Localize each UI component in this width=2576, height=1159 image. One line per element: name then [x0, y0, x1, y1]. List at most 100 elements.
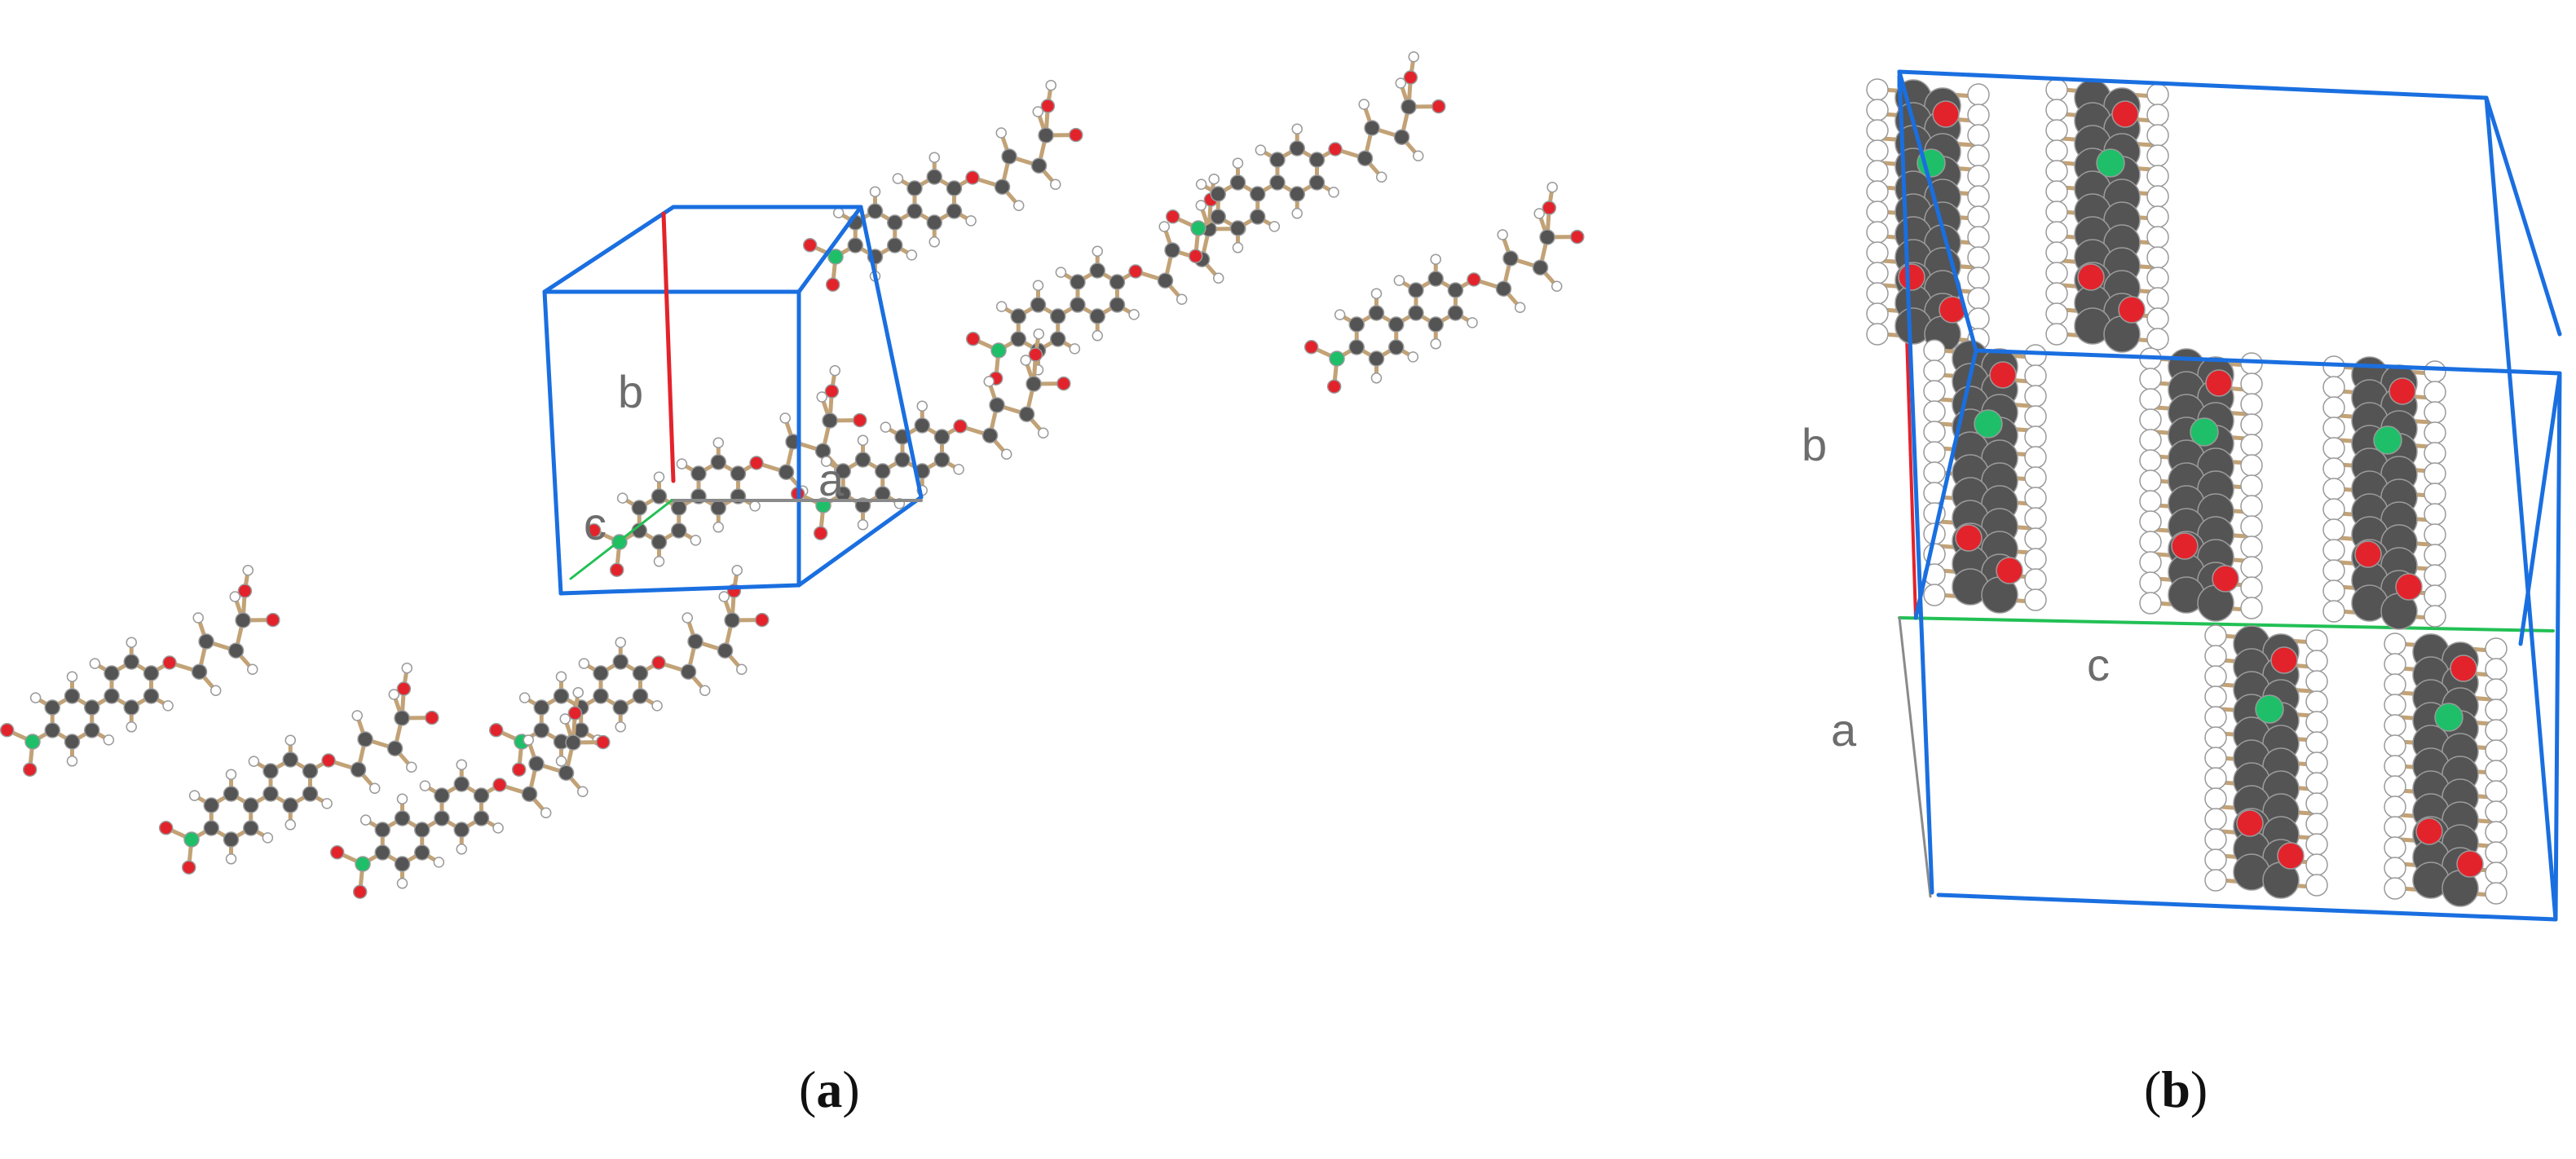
hydrogen-atom [2384, 694, 2406, 716]
hydrogen-atom [2384, 755, 2406, 778]
hydrogen-atom [1408, 51, 1419, 63]
hydrogen-atom [816, 391, 828, 403]
hydrogen-atom [2485, 862, 2508, 884]
carbon-atom [203, 820, 219, 836]
hydrogen-atom [578, 658, 590, 669]
hydrogen-atom [995, 127, 1007, 139]
hydrogen-atom [1866, 262, 1889, 284]
carbon-atom [1356, 150, 1374, 166]
hydrogen-atom [1049, 178, 1061, 190]
carbon-atom [1229, 220, 1246, 236]
hydrogen-atom [2424, 483, 2446, 505]
hydrogen-atom [1967, 205, 1990, 228]
carbon-atom [1030, 157, 1048, 174]
hydrogen-atom [1334, 309, 1346, 320]
carbon-atom [867, 203, 884, 219]
hydrogen-atom [2240, 535, 2263, 558]
hydrogen-atom [162, 700, 174, 712]
hydrogen-atom [2485, 760, 2508, 782]
nitrogen-atom [2373, 425, 2402, 455]
hydrogen-atom [2424, 462, 2446, 485]
nitrogen-atom [990, 342, 1007, 359]
oxygen-atom [965, 332, 981, 346]
hydrogen-atom [651, 700, 663, 712]
hydrogen-atom [351, 710, 363, 721]
hydrogen-atom [1923, 441, 1946, 464]
nitrogen-atom [1974, 409, 2003, 438]
hydrogen-atom [2322, 539, 2345, 562]
hydrogen-atom [2322, 396, 2345, 419]
carbon-atom [374, 822, 390, 838]
carbon-atom [262, 763, 279, 779]
carbon-atom [83, 699, 100, 716]
carbon-atom [223, 786, 240, 802]
molecule-10 [790, 328, 1071, 540]
carbon-atom [1408, 282, 1424, 298]
hydrogen-atom [929, 236, 940, 248]
hydrogen-atom [1550, 280, 1563, 292]
hydrogen-atom [1967, 267, 1990, 289]
carbon-atom [1348, 339, 1365, 355]
cell-edge [1897, 69, 2489, 100]
hydrogen-atom [965, 215, 977, 227]
oxygen-atom [1467, 272, 1481, 287]
hydrogen-atom [2240, 413, 2263, 436]
oxygen-atom [2450, 654, 2477, 682]
carbon-atom [44, 722, 60, 738]
hydrogen-atom [2146, 267, 2169, 289]
hydrogen-atom [1069, 343, 1081, 355]
hydrogen-atom [2024, 446, 2047, 469]
carbon-atom [717, 642, 734, 659]
carbon-atom [933, 429, 951, 445]
hydrogen-atom [2485, 698, 2508, 721]
hydrogen-atom [1923, 461, 1946, 484]
carbon-atom [227, 642, 245, 659]
carbon-atom [1030, 297, 1047, 313]
hydrogen-atom [492, 822, 504, 834]
hydrogen-atom [2045, 262, 2068, 284]
hydrogen-atom [857, 519, 869, 531]
hydrogen-atom [2424, 442, 2446, 465]
hydrogen-atom [405, 761, 417, 773]
hydrogen-atom [2204, 869, 2227, 892]
carbon-atom [651, 534, 668, 550]
hydrogen-atom [735, 663, 748, 675]
hydrogen-atom [1395, 77, 1407, 89]
hydrogen-atom [1033, 328, 1044, 340]
hydrogen-atom [2424, 401, 2446, 424]
hydrogen-atom [2204, 787, 2227, 810]
carbon-atom [1447, 282, 1464, 298]
hydrogen-atom [1195, 178, 1207, 190]
hydrogen-atom [2045, 99, 2068, 121]
hydrogen-atom [1032, 106, 1044, 117]
carbon-atom [670, 500, 687, 516]
carbon-atom [822, 412, 838, 429]
oxygen-atom [1403, 70, 1418, 85]
hydrogen-atom [103, 734, 115, 746]
oxygen-atom [1165, 209, 1180, 224]
nitrogen-atom [355, 856, 371, 872]
hydrogen-atom [2384, 795, 2406, 818]
hydrogen-atom [246, 663, 258, 675]
carbon-atom [994, 178, 1011, 195]
carbon-atom [123, 654, 139, 670]
oxygen-atom [1326, 379, 1342, 394]
oxygen-atom [813, 526, 828, 540]
oxygen-atom [2077, 263, 2105, 291]
hydrogen-atom [2424, 605, 2446, 628]
oxygen-atom [1328, 142, 1343, 156]
hydrogen-atom [66, 671, 78, 682]
cell-edge [1974, 348, 2562, 376]
carbon-atom [1026, 376, 1042, 392]
carbon-atom [778, 464, 795, 480]
hydrogen-atom [2485, 800, 2508, 823]
carbon-atom [235, 612, 251, 628]
hydrogen-atom [1923, 421, 1946, 443]
hydrogen-atom [690, 535, 702, 546]
crystal-packing-view-a: b a c [0, 51, 1585, 899]
hydrogen-atom [1866, 99, 1889, 121]
carbon-atom [886, 214, 903, 231]
cell-edge [558, 583, 801, 596]
carbon-atom [1018, 406, 1035, 422]
hydrogen-atom [2045, 323, 2068, 346]
